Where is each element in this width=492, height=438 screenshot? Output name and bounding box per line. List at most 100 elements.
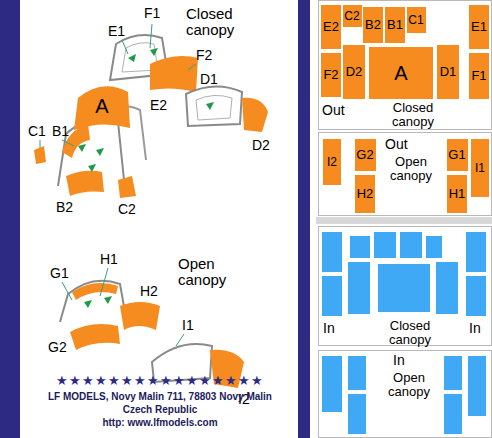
callout-label: F2 <box>196 48 220 63</box>
label-slot: LF MODELS, Novy Malin 711, 78803 Novy Ma… <box>22 392 298 403</box>
label-slot: Czech Republic <box>22 405 298 416</box>
label-slot: Open canopy <box>178 256 258 288</box>
panel-heading: Closed canopy <box>373 101 453 128</box>
mask-piece-c1 <box>34 146 46 164</box>
mask-sheet-panel: OutOpen canopyI2G2H2G1H1I1 <box>318 132 492 216</box>
part-letter: D1 <box>440 65 457 79</box>
callout-label: F1 <box>144 6 168 21</box>
mask-sheet-panel: In Closed canopy In <box>318 226 492 346</box>
mask-piece: G1 <box>447 139 468 171</box>
mask-piece-b2 <box>66 171 104 196</box>
label-slot: D2 <box>252 138 276 153</box>
callout-label: E1 <box>108 24 132 39</box>
arrow-marker <box>78 144 86 152</box>
callout-label: H2 <box>140 284 164 299</box>
mask-piece-g2 <box>70 324 120 350</box>
callout-label: G1 <box>50 266 74 281</box>
label-slot: C2 <box>118 202 142 217</box>
part-letter: D2 <box>346 65 363 79</box>
label-slot: I1 <box>182 318 206 333</box>
arrow-marker <box>206 102 214 110</box>
callout-label: B1 <box>52 124 76 139</box>
callout-label: C2 <box>118 202 142 217</box>
part-letter: H2 <box>357 187 374 201</box>
mask-piece-c2 <box>118 176 136 198</box>
text-slot: Closed canopy <box>377 319 443 346</box>
part-letter: B2 <box>365 18 381 32</box>
mask-piece: H2 <box>355 175 375 213</box>
callout-label: H1 <box>100 252 124 267</box>
label-slot: ★★★★★★★★★★★★★★★★ <box>22 374 298 388</box>
label-slot: B2 <box>56 200 80 215</box>
mask-piece: B2 <box>363 7 383 43</box>
sliding-canopy-frame <box>186 86 242 126</box>
callout-label: B2 <box>56 200 80 215</box>
arrow-marker <box>150 48 158 56</box>
part-letter: I2 <box>327 156 337 169</box>
arrow-marker <box>104 296 112 304</box>
navy-frame <box>0 0 310 438</box>
text-slot: Open canopy <box>377 155 445 182</box>
panel-heading: Out <box>322 103 362 118</box>
part-letter: A <box>95 96 108 117</box>
text-slot: In <box>393 353 423 368</box>
mask-sheet-panel: Out Closed canopy E2 C2B2 B1C1 E1F2 D2 A D1 F1 <box>318 0 492 130</box>
mask-piece: E2 <box>321 5 341 49</box>
mask-fill <box>74 86 130 130</box>
part-letter: F1 <box>471 69 486 83</box>
text-slot: Open canopy <box>375 371 443 398</box>
label-slot: E1 <box>108 24 132 39</box>
panel-heading: Closed canopy <box>377 319 443 346</box>
callout-label: C1 <box>28 124 52 139</box>
footer-text: ★★★★★★★★★★★★★★★★ <box>22 374 298 388</box>
label-slot: D1 <box>200 72 224 87</box>
label-slot: H1 <box>100 252 124 267</box>
part-letter: E2 <box>323 20 339 34</box>
mask-piece: D2 <box>343 45 365 99</box>
mask-piece: I1 <box>471 139 489 197</box>
divider <box>316 217 492 224</box>
mask-sheet-panel: InOpen canopy <box>318 350 492 438</box>
callout-label: Closed canopy <box>186 6 268 38</box>
text-slot: In <box>469 321 491 336</box>
arrow-marker <box>88 164 96 172</box>
part-letter: I1 <box>475 162 485 175</box>
mask-piece: F2 <box>321 53 341 97</box>
callout-label: D2 <box>252 138 276 153</box>
panel-heading: In <box>469 321 491 336</box>
panel-heading: Open canopy <box>375 371 443 398</box>
label-slot: Closed canopy <box>186 6 268 38</box>
label-slot: B1 <box>52 124 76 139</box>
canopy-mask-piece: A <box>72 80 132 132</box>
text-slot: In <box>323 321 353 336</box>
mask-piece: E1 <box>469 5 489 49</box>
arrow-marker <box>96 148 104 156</box>
part-letter: A <box>394 63 407 84</box>
part-letter: G1 <box>448 148 465 162</box>
callout-label: G2 <box>48 340 72 355</box>
label-slot: H2 <box>140 284 164 299</box>
panel-heading: Open canopy <box>377 155 445 182</box>
label-slot: F1 <box>144 6 168 21</box>
footer-text: Czech Republic <box>22 405 298 416</box>
mask-piece: B1 <box>385 7 405 43</box>
mask-piece-e2 <box>150 56 198 92</box>
callout-label: D1 <box>200 72 224 87</box>
mask-piece: C2 <box>343 5 362 27</box>
mask-piece: C1 <box>407 7 426 33</box>
callout-label: I1 <box>182 318 206 333</box>
inner-masks-closed <box>322 232 486 316</box>
footer-text: http: www.lfmodels.com <box>22 418 298 429</box>
arrow-marker <box>84 300 92 308</box>
mask-piece: F1 <box>469 53 489 99</box>
panel-heading: Out <box>385 137 425 152</box>
callout-label: E2 <box>150 98 174 113</box>
mask-piece: A <box>369 47 433 99</box>
text-slot: Out <box>385 137 425 152</box>
text-slot: Out <box>322 103 362 118</box>
label-slot: C1 <box>28 124 52 139</box>
mask-piece: G2 <box>355 139 376 171</box>
part-letter: C2 <box>344 10 359 23</box>
mask-piece-h2 <box>120 302 160 330</box>
label-slot: G1 <box>50 266 74 281</box>
